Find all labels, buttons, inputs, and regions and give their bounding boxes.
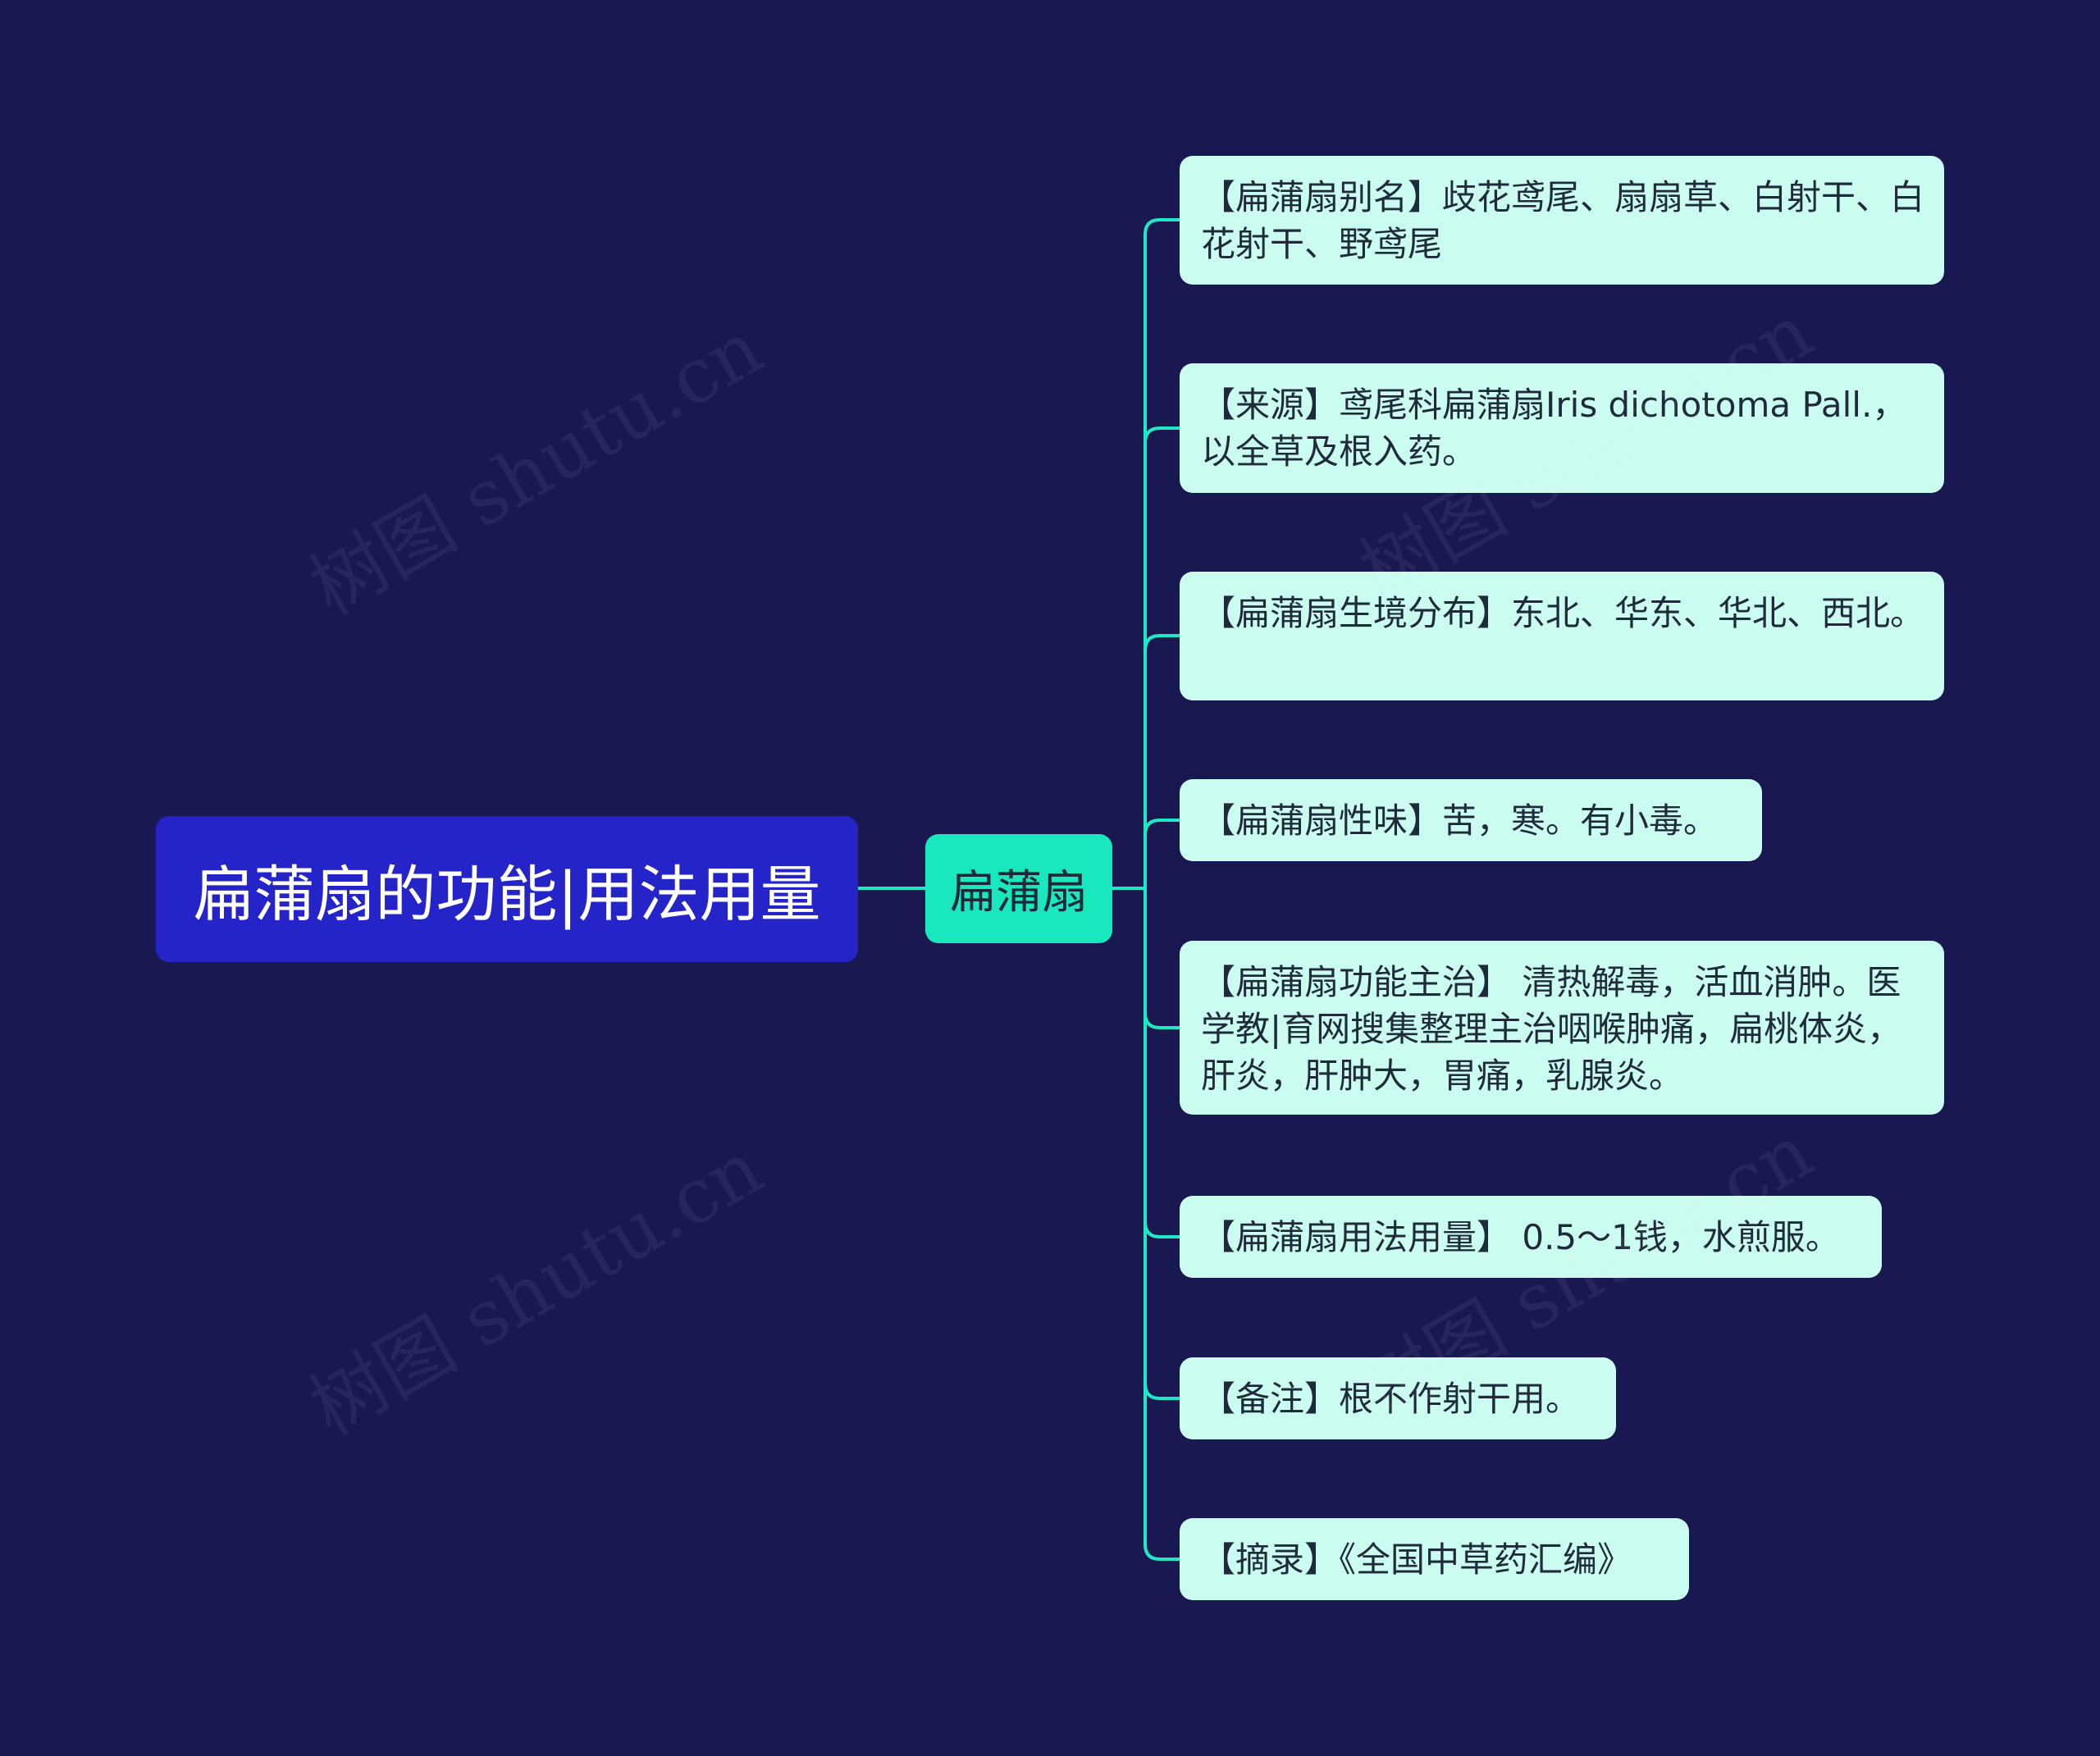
leaf-text: 【扁蒲扇生境分布】东北、华东、华北、西北。: [1201, 593, 1925, 633]
leaf-node-excerpt[interactable]: 【摘录】《全国中草药汇编》: [1180, 1518, 1689, 1600]
leaf-node-alias[interactable]: 【扁蒲扇别名】歧花鸢尾、扇扇草、白射干、白花射干、野鸢尾: [1180, 156, 1944, 285]
leaf-text: 【扁蒲扇用法用量】 0.5～1钱，水煎服。: [1201, 1217, 1840, 1257]
topic-node[interactable]: 扁蒲扇: [925, 834, 1112, 943]
leaf-node-habitat[interactable]: 【扁蒲扇生境分布】东北、华东、华北、西北。: [1180, 572, 1944, 700]
root-node[interactable]: 扁蒲扇的功能|用法用量: [156, 816, 858, 962]
topic-label: 扁蒲扇: [950, 866, 1088, 919]
leaf-node-source[interactable]: 【来源】鸢尾科扁蒲扇Iris dichotoma Pall.，以全草及根入药。: [1180, 363, 1944, 493]
leaf-node-function[interactable]: 【扁蒲扇功能主治】 清热解毒，活血消肿。医学教|育网搜集整理主治咽喉肿痛，扁桃体…: [1180, 941, 1944, 1115]
branch-connector-7: [1144, 888, 1180, 1400]
root-label: 扁蒲扇的功能|用法用量: [193, 859, 821, 930]
branch-connector-5: [1144, 888, 1180, 1029]
leaf-node-taste[interactable]: 【扁蒲扇性味】苦，寒。有小毒。: [1180, 779, 1762, 861]
leaf-text: 【扁蒲扇功能主治】 清热解毒，活血消肿。医学教|育网搜集整理主治咽喉肿痛，扁桃体…: [1201, 962, 1902, 1096]
leaf-text: 【备注】根不作射干用。: [1201, 1379, 1581, 1419]
leaf-text: 【扁蒲扇性味】苦，寒。有小毒。: [1201, 800, 1719, 841]
leaf-text: 【扁蒲扇别名】歧花鸢尾、扇扇草、白射干、白花射干、野鸢尾: [1201, 177, 1925, 264]
leaf-text: 【来源】鸢尾科扁蒲扇Iris dichotoma Pall.，以全草及根入药。: [1201, 385, 1907, 472]
leaf-node-note[interactable]: 【备注】根不作射干用。: [1180, 1357, 1616, 1439]
leaf-text: 【摘录】《全国中草药汇编》: [1201, 1539, 1632, 1580]
branch-connector-1: [1144, 218, 1180, 888]
branch-connector-6: [1144, 888, 1180, 1238]
leaf-node-dosage[interactable]: 【扁蒲扇用法用量】 0.5～1钱，水煎服。: [1180, 1196, 1882, 1278]
branch-connector-2: [1144, 426, 1180, 888]
branch-connector-4: [1144, 819, 1180, 888]
branch-connector-8: [1144, 888, 1180, 1561]
branch-connector-3: [1144, 634, 1180, 888]
